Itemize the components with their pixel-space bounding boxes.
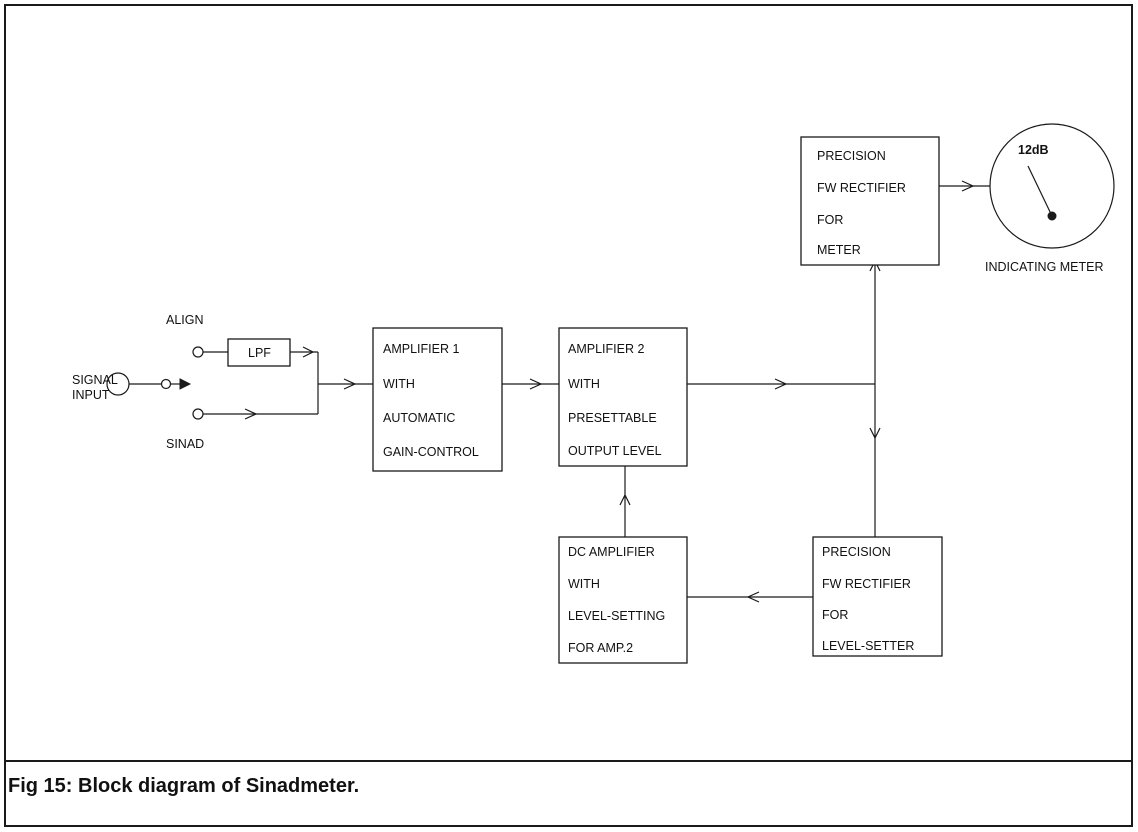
svg-text:LEVEL-SETTER: LEVEL-SETTER	[822, 639, 914, 653]
svg-text:FW RECTIFIER: FW RECTIFIER	[817, 181, 906, 195]
meter-needle	[1027, 165, 1053, 217]
svg-text:METER: METER	[817, 243, 861, 257]
signal-input-label: SIGNAL	[72, 373, 118, 387]
sinad-contact	[192, 408, 204, 420]
svg-text:WITH: WITH	[568, 577, 600, 591]
svg-text:PRESETTABLE: PRESETTABLE	[568, 411, 657, 425]
svg-text:DC AMPLIFIER: DC AMPLIFIER	[568, 545, 655, 559]
align-contact	[192, 346, 204, 358]
meter-label: INDICATING METER	[985, 260, 1104, 274]
sinad-label: SINAD	[166, 437, 204, 451]
svg-text:AUTOMATIC: AUTOMATIC	[383, 411, 455, 425]
amplifier2-block: AMPLIFIER 2 WITH PRESETTABLE OUTPUT LEVE…	[558, 327, 688, 467]
svg-text:GAIN-CONTROL: GAIN-CONTROL	[383, 445, 479, 459]
indicating-meter: 12dB	[989, 123, 1115, 249]
figure-caption: Fig 15: Block diagram of Sinadmeter.	[8, 775, 360, 797]
lpf-block	[227, 338, 291, 367]
sinadmeter-block-diagram: SIGNAL INPUT ALIGN LPF SINAD AMPLIFIER 1…	[72, 123, 1115, 664]
svg-text:OUTPUT LEVEL: OUTPUT LEVEL	[568, 444, 662, 458]
svg-text:PRECISION: PRECISION	[817, 149, 886, 163]
meter-scale-label: 12dB	[1018, 143, 1049, 157]
caption-divider	[6, 760, 1131, 762]
svg-text:WITH: WITH	[383, 377, 415, 391]
svg-text:LEVEL-SETTING: LEVEL-SETTING	[568, 609, 665, 623]
svg-text:FOR: FOR	[822, 608, 848, 622]
svg-text:AMPLIFIER 1: AMPLIFIER 1	[383, 342, 459, 356]
signal-input-label-2: INPUT	[72, 388, 110, 402]
dc-amplifier-block: DC AMPLIFIER WITH LEVEL-SETTING FOR AMP.…	[558, 536, 688, 664]
svg-text:FW RECTIFIER: FW RECTIFIER	[822, 577, 911, 591]
rectifier-meter-block: PRECISION FW RECTIFIER FOR METER	[800, 136, 940, 266]
svg-text:FOR: FOR	[817, 213, 843, 227]
figure-frame	[4, 4, 1133, 827]
svg-text:WITH: WITH	[568, 377, 600, 391]
svg-text:FOR AMP.2: FOR AMP.2	[568, 641, 633, 655]
svg-text:AMPLIFIER 2: AMPLIFIER 2	[568, 342, 644, 356]
rectifier-level-block: PRECISION FW RECTIFIER FOR LEVEL-SETTER	[812, 536, 943, 657]
lpf-label: LPF	[248, 346, 271, 360]
signal-input-jack	[106, 372, 192, 396]
amplifier1-block: AMPLIFIER 1 WITH AUTOMATIC GAIN-CONTROL	[372, 327, 503, 472]
align-label: ALIGN	[166, 313, 204, 327]
svg-text:PRECISION: PRECISION	[822, 545, 891, 559]
